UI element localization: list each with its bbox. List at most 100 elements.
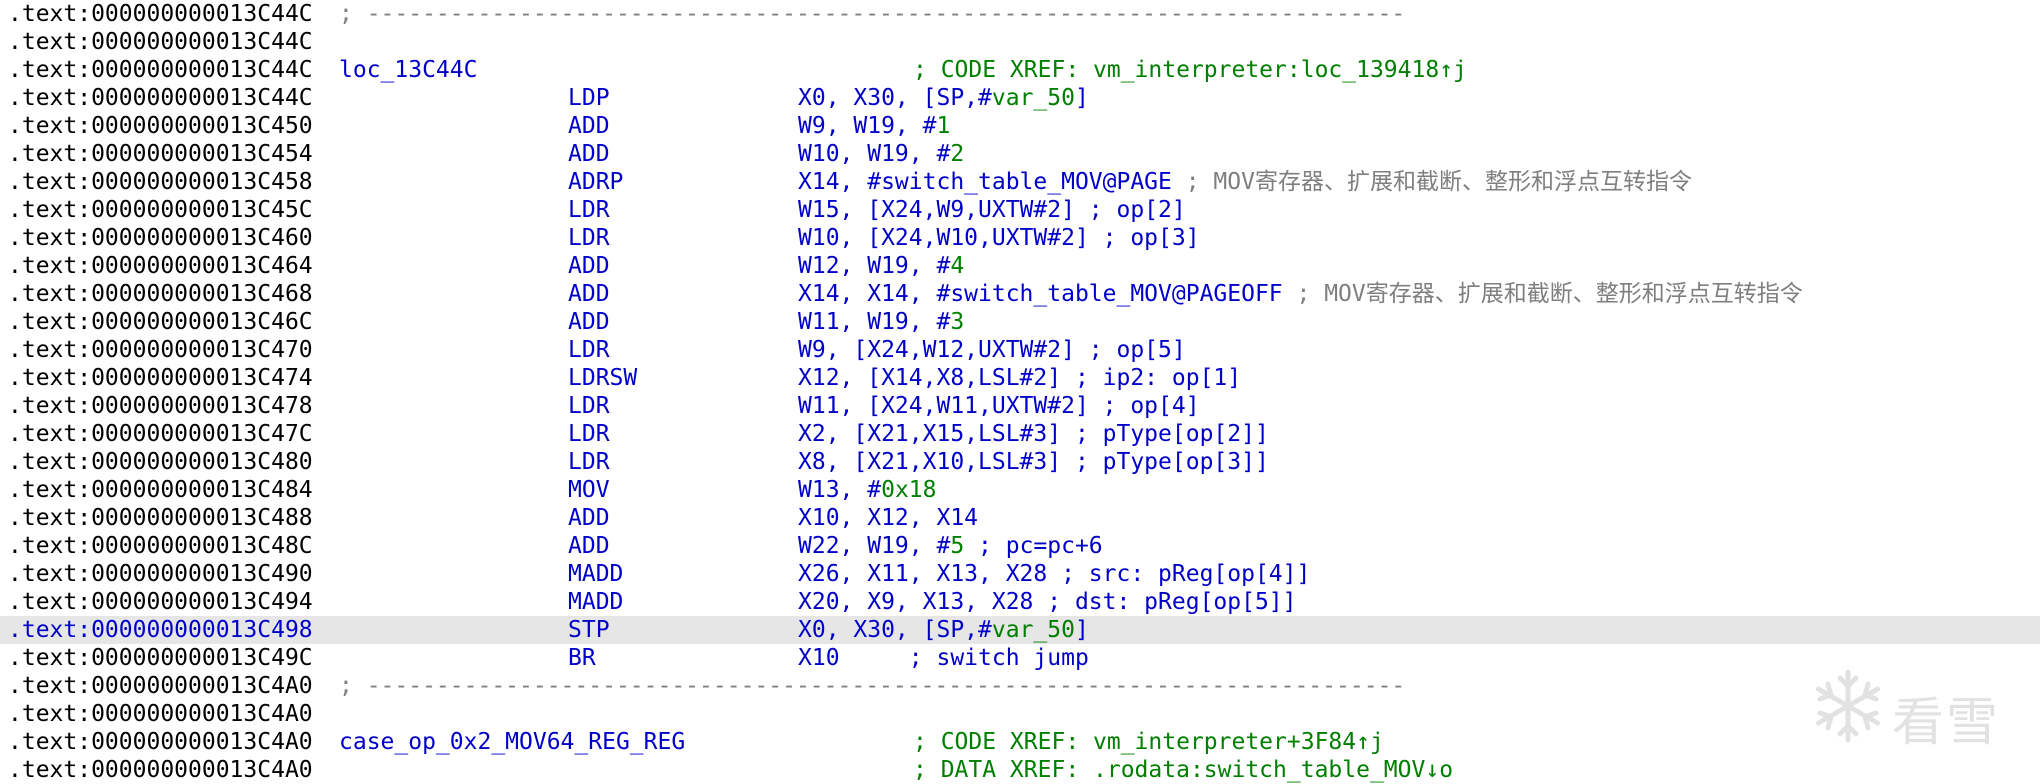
listing-row[interactable]: .text:000000000013C47C LDR X2, [X21,X15,LS… bbox=[0, 420, 2040, 448]
mnemonic[interactable]: LDRSW bbox=[568, 365, 638, 391]
mnemonic[interactable]: LDR bbox=[568, 449, 610, 475]
mnemonic[interactable]: LDR bbox=[568, 393, 610, 419]
listing-row[interactable]: .text:000000000013C44C loc_13C44C ; CODE X… bbox=[0, 56, 2040, 84]
listing-row[interactable]: .text:000000000013C44C bbox=[0, 28, 2040, 56]
operands[interactable]: X8, [X21,X10,LSL#3] ; pType[op[3]] bbox=[798, 448, 1269, 476]
mnemonic[interactable]: LDR bbox=[568, 337, 610, 363]
operands[interactable]: W15, [X24,W9,UXTW#2] ; op[2] bbox=[798, 196, 1186, 224]
operands[interactable]: X0, X30, [SP,#var_50] bbox=[798, 616, 1089, 644]
address[interactable]: .text:000000000013C474 bbox=[8, 365, 313, 391]
address[interactable]: .text:000000000013C4A0 bbox=[8, 757, 313, 783]
address[interactable]: .text:000000000013C44C bbox=[8, 1, 313, 27]
address[interactable]: .text:000000000013C450 bbox=[8, 113, 313, 139]
listing-row[interactable]: .text:000000000013C44C; ----------------… bbox=[0, 0, 2040, 28]
operands[interactable]: X26, X11, X13, X28 ; src: pReg[op[4]] bbox=[798, 560, 1310, 588]
listing-row[interactable]: .text:000000000013C470 LDR W9, [X24,W12,UX… bbox=[0, 336, 2040, 364]
address[interactable]: .text:000000000013C460 bbox=[8, 225, 313, 251]
address[interactable]: .text:000000000013C44C bbox=[8, 29, 313, 55]
address[interactable]: .text:000000000013C478 bbox=[8, 393, 313, 419]
mnemonic[interactable]: LDR bbox=[568, 421, 610, 447]
listing-row[interactable]: .text:000000000013C460 LDR W10, [X24,W10,U… bbox=[0, 224, 2040, 252]
address[interactable]: .text:000000000013C494 bbox=[8, 589, 313, 615]
mnemonic[interactable]: ADD bbox=[568, 281, 610, 307]
address[interactable]: .text:000000000013C44C bbox=[8, 57, 313, 83]
mnemonic[interactable]: ADD bbox=[568, 253, 610, 279]
listing-row[interactable]: .text:000000000013C484 MOV W13, #0x18 bbox=[0, 476, 2040, 504]
address[interactable]: .text:000000000013C4A0 bbox=[8, 673, 313, 699]
operands[interactable]: W10, [X24,W10,UXTW#2] ; op[3] bbox=[798, 224, 1200, 252]
mnemonic[interactable]: ADRP bbox=[568, 169, 624, 195]
address[interactable]: .text:000000000013C470 bbox=[8, 337, 313, 363]
operands[interactable]: W22, W19, #5 ; pc=pc+6 bbox=[798, 532, 1103, 560]
operands[interactable]: W11, [X24,W11,UXTW#2] ; op[4] bbox=[798, 392, 1200, 420]
listing-row-selected[interactable]: .text:000000000013C498 STP X0, X30, [SP,#v… bbox=[0, 616, 2040, 644]
address[interactable]: .text:000000000013C48C bbox=[8, 533, 313, 559]
mnemonic[interactable]: MOV bbox=[568, 477, 610, 503]
listing-row[interactable]: .text:000000000013C488 ADD X10, X12, X14 bbox=[0, 504, 2040, 532]
address[interactable]: .text:000000000013C47C bbox=[8, 421, 313, 447]
address[interactable]: .text:000000000013C454 bbox=[8, 141, 313, 167]
listing-row[interactable]: .text:000000000013C458 ADRP X14, #switch_t… bbox=[0, 168, 2040, 196]
operands[interactable]: X12, [X14,X8,LSL#2] ; ip2: op[1] bbox=[798, 364, 1241, 392]
listing-row[interactable]: .text:000000000013C45C LDR W15, [X24,W9,UX… bbox=[0, 196, 2040, 224]
listing-row[interactable]: .text:000000000013C480 LDR X8, [X21,X10,LS… bbox=[0, 448, 2040, 476]
listing-row[interactable]: .text:000000000013C454 ADD W10, W19, #2 bbox=[0, 140, 2040, 168]
listing-row[interactable]: .text:000000000013C478 LDR W11, [X24,W11,U… bbox=[0, 392, 2040, 420]
operands[interactable]: X10, X12, X14 bbox=[798, 504, 978, 532]
mnemonic[interactable]: MADD bbox=[568, 561, 624, 587]
mnemonic[interactable]: ADD bbox=[568, 533, 610, 559]
operands[interactable]: X0, X30, [SP,#var_50] bbox=[798, 84, 1089, 112]
listing-row[interactable]: .text:000000000013C474 LDRSW X12, [X14,X8,… bbox=[0, 364, 2040, 392]
listing-row[interactable]: .text:000000000013C44C LDP X0, X30, [SP,#v… bbox=[0, 84, 2040, 112]
operands[interactable]: X10 ; switch jump bbox=[798, 644, 1089, 672]
xref-comment[interactable]: ; CODE XREF: vm_interpreter:loc_139418↑j bbox=[913, 57, 1467, 83]
address[interactable]: .text:000000000013C4A0 bbox=[8, 729, 313, 755]
operands[interactable]: W9, W19, #1 bbox=[798, 112, 950, 140]
operands[interactable]: X2, [X21,X15,LSL#3] ; pType[op[2]] bbox=[798, 420, 1269, 448]
address[interactable]: .text:000000000013C480 bbox=[8, 449, 313, 475]
mnemonic[interactable]: STP bbox=[568, 617, 610, 643]
listing-row[interactable]: .text:000000000013C490 MADD X26, X11, X13,… bbox=[0, 560, 2040, 588]
xref-comment[interactable]: ; CODE XREF: vm_interpreter+3F84↑j bbox=[913, 729, 1384, 755]
mnemonic[interactable]: ADD bbox=[568, 113, 610, 139]
operands[interactable]: X20, X9, X13, X28 ; dst: pReg[op[5]] bbox=[798, 588, 1297, 616]
listing-row[interactable]: .text:000000000013C468 ADD X14, X14, #swit… bbox=[0, 280, 2040, 308]
listing-row[interactable]: .text:000000000013C4A0 bbox=[0, 700, 2040, 728]
mnemonic[interactable]: ADD bbox=[568, 309, 610, 335]
address[interactable]: .text:000000000013C488 bbox=[8, 505, 313, 531]
address[interactable]: .text:000000000013C464 bbox=[8, 253, 313, 279]
xref-comment[interactable]: ; DATA XREF: .rodata:switch_table_MOV↓o bbox=[913, 757, 1454, 783]
address[interactable]: .text:000000000013C490 bbox=[8, 561, 313, 587]
address[interactable]: .text:000000000013C45C bbox=[8, 197, 313, 223]
mnemonic[interactable]: BR bbox=[568, 645, 596, 671]
mnemonic[interactable]: LDP bbox=[568, 85, 610, 111]
listing-row[interactable]: .text:000000000013C450 ADD W9, W19, #1 bbox=[0, 112, 2040, 140]
code-label[interactable]: loc_13C44C bbox=[339, 57, 478, 83]
listing-row[interactable]: .text:000000000013C49C BR X10 ; switch jum… bbox=[0, 644, 2040, 672]
address[interactable]: .text:000000000013C44C bbox=[8, 85, 313, 111]
operands[interactable]: X14, X14, #switch_table_MOV@PAGEOFF ; MO… bbox=[798, 280, 1803, 308]
operands[interactable]: W10, W19, #2 bbox=[798, 140, 964, 168]
operands[interactable]: W13, #0x18 bbox=[798, 476, 936, 504]
address[interactable]: .text:000000000013C458 bbox=[8, 169, 313, 195]
listing-row[interactable]: .text:000000000013C48C ADD W22, W19, #5 ; … bbox=[0, 532, 2040, 560]
address[interactable]: .text:000000000013C498 bbox=[8, 617, 313, 643]
listing-row[interactable]: .text:000000000013C4A0 ; DATA XREF: .roda… bbox=[0, 756, 2040, 784]
mnemonic[interactable]: ADD bbox=[568, 505, 610, 531]
address[interactable]: .text:000000000013C4A0 bbox=[8, 701, 313, 727]
operands[interactable]: W9, [X24,W12,UXTW#2] ; op[5] bbox=[798, 336, 1186, 364]
address[interactable]: .text:000000000013C484 bbox=[8, 477, 313, 503]
address[interactable]: .text:000000000013C468 bbox=[8, 281, 313, 307]
address[interactable]: .text:000000000013C46C bbox=[8, 309, 313, 335]
mnemonic[interactable]: LDR bbox=[568, 197, 610, 223]
address[interactable]: .text:000000000013C49C bbox=[8, 645, 313, 671]
listing-row[interactable]: .text:000000000013C4A0; ----------------… bbox=[0, 672, 2040, 700]
operands[interactable]: X14, #switch_table_MOV@PAGE ; MOV寄存器、扩展和… bbox=[798, 168, 1692, 196]
operands[interactable]: W11, W19, #3 bbox=[798, 308, 964, 336]
mnemonic[interactable]: LDR bbox=[568, 225, 610, 251]
mnemonic[interactable]: ADD bbox=[568, 141, 610, 167]
